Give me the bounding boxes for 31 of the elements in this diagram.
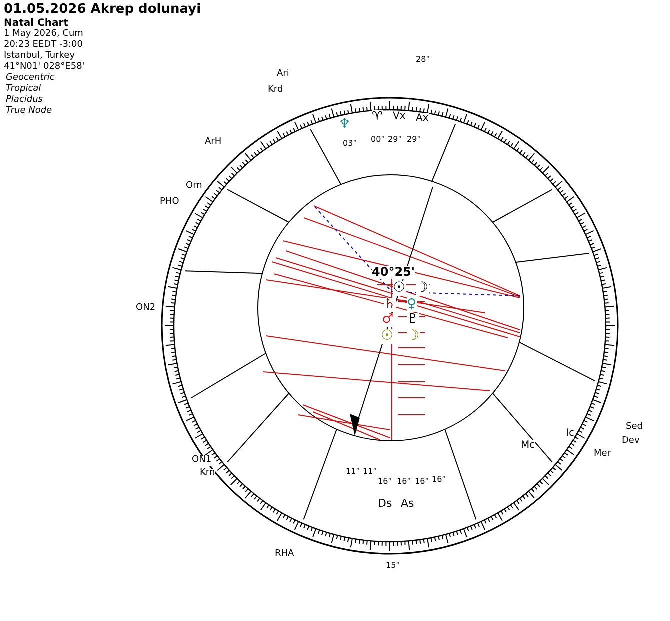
chart-label: Ic — [566, 428, 574, 439]
chart-label: Mc — [521, 440, 536, 451]
chart-info: Tropical — [6, 85, 42, 95]
chart-type: Natal Chart — [4, 18, 68, 29]
angle-value: 40°25' — [372, 266, 416, 280]
chart-label: 28° — [416, 56, 430, 65]
planet-glyph: ♀ — [407, 298, 417, 312]
chart-label: ON1 — [192, 456, 212, 466]
chart-label: 29° — [388, 136, 402, 145]
chart-label: 16° — [397, 478, 412, 487]
planet-glyph: ♄ — [384, 298, 396, 312]
chart-label: 16° — [378, 478, 392, 487]
chart-label: 29° — [407, 136, 422, 145]
chart-label: 11° — [346, 468, 360, 477]
chart-label: Ax — [416, 113, 429, 124]
chart-label: As — [401, 498, 414, 510]
planet-glyph: ☉ — [381, 329, 394, 344]
chart-label: Ds — [378, 498, 392, 510]
planet-glyph: ♂ — [382, 313, 394, 328]
chart-label: 16° — [415, 478, 430, 487]
chart-label: 15° — [386, 562, 400, 571]
chart-label: 03° — [343, 140, 358, 149]
chart-label: ☽ — [416, 281, 429, 296]
chart-title: 01.05.2026 Akrep dolunayi — [4, 2, 202, 17]
chart-label: Vx — [393, 111, 406, 122]
chart-label: 11° — [363, 468, 378, 477]
chart-label: 16° — [432, 476, 446, 485]
chart-info: 1 May 2026, Cum — [4, 30, 84, 40]
chart-label: 00° — [371, 136, 386, 145]
chart-label: ☉ — [393, 281, 406, 296]
chart-info: Istanbul, Turkey — [4, 52, 76, 62]
